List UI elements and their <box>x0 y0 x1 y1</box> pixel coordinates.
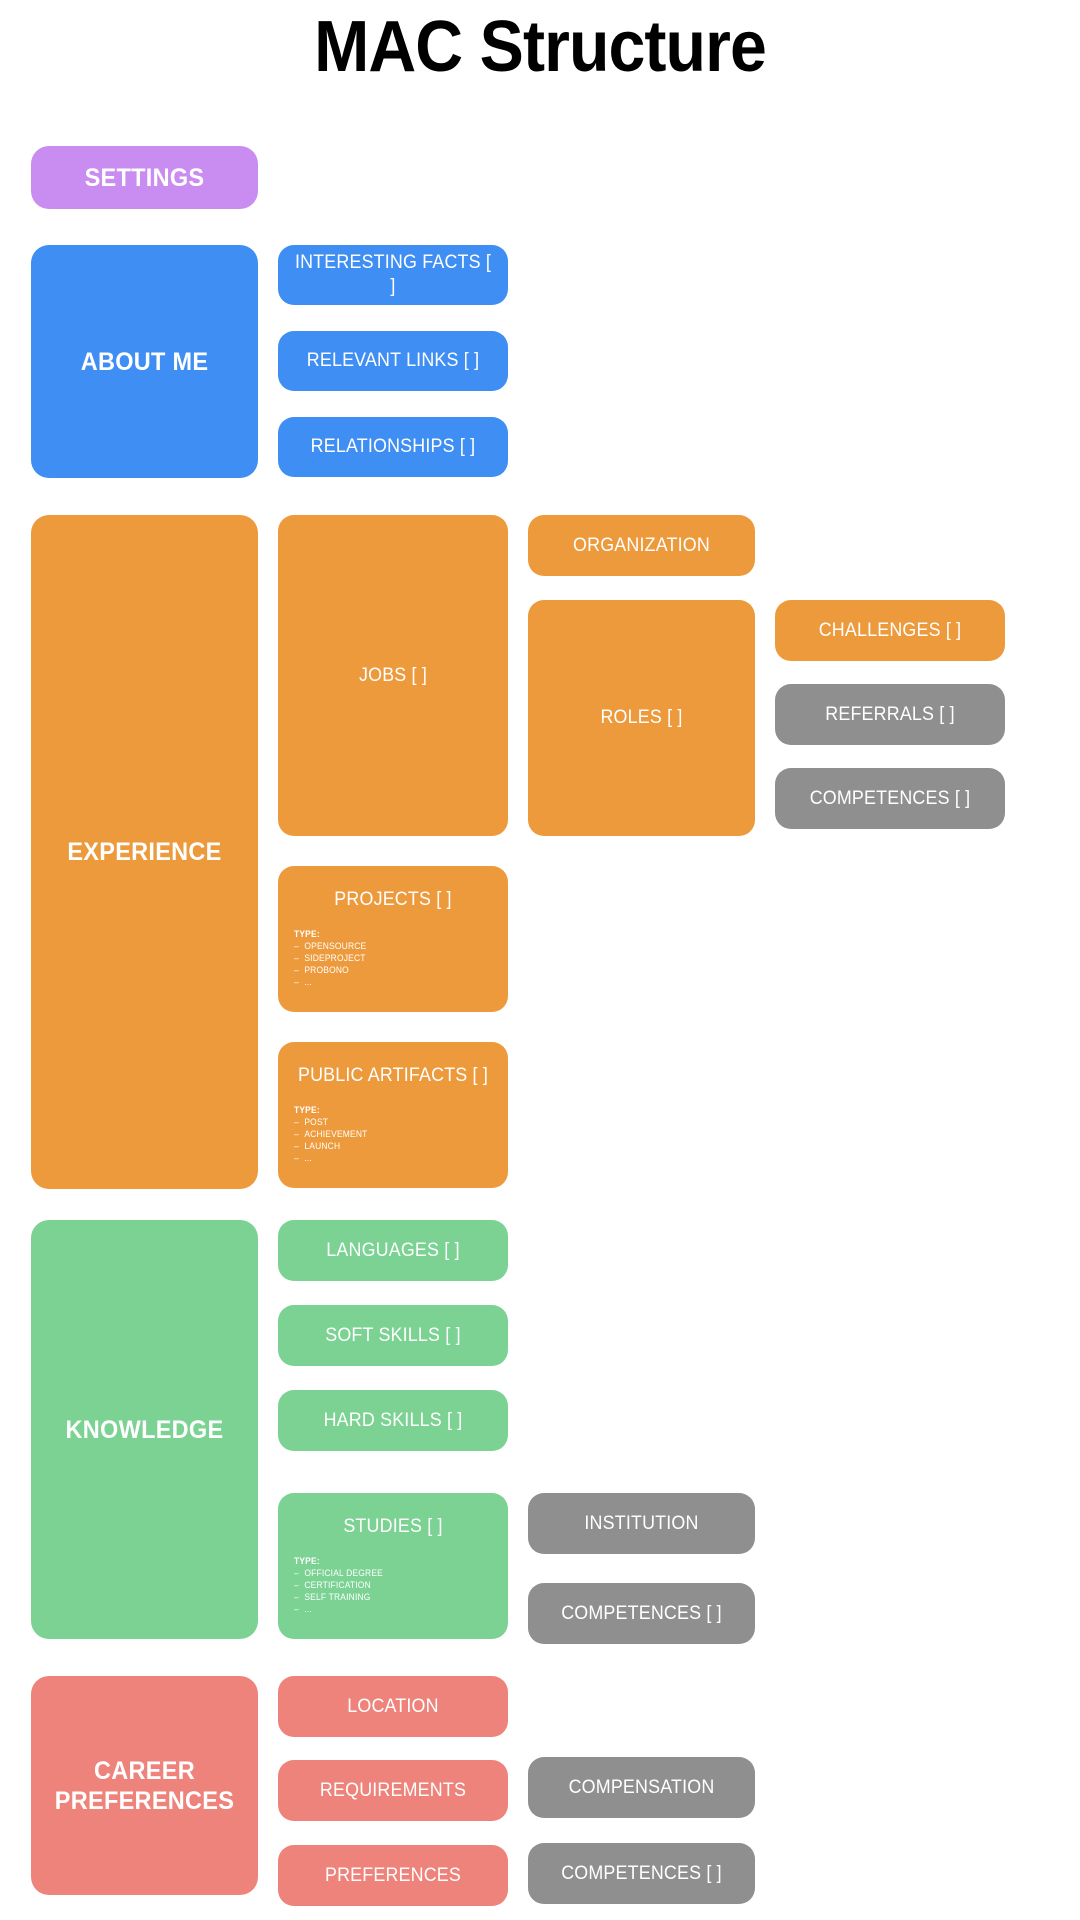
node-career-competences-label: COMPETENCES [ ] <box>561 1862 722 1884</box>
node-soft-skills[interactable]: SOFT SKILLS [ ] <box>278 1305 508 1366</box>
node-soft-skills-label: SOFT SKILLS [ ] <box>325 1324 461 1346</box>
node-challenges[interactable]: CHALLENGES [ ] <box>775 600 1005 661</box>
node-organization-label: ORGANIZATION <box>573 534 710 556</box>
node-jobs-label: JOBS [ ] <box>358 664 428 686</box>
node-studies[interactable]: STUDIES [ ] TYPE: –OFFICIAL DEGREE –CERT… <box>278 1493 508 1639</box>
projects-type-item: –OPENSOURCE <box>294 941 367 951</box>
node-requirements[interactable]: REQUIREMENTS <box>278 1760 508 1821</box>
node-compensation-label: COMPENSATION <box>568 1776 715 1798</box>
studies-type-title: TYPE: <box>294 1556 320 1566</box>
page-title: MAC Structure <box>314 7 767 87</box>
node-career-preferences-label: CAREER PREFERENCES <box>38 1756 251 1816</box>
public-artifacts-type-item: –POST <box>294 1117 329 1127</box>
node-knowledge-label: KNOWLEDGE <box>65 1415 224 1444</box>
node-languages-label: LANGUAGES [ ] <box>326 1239 460 1261</box>
node-challenges-label: CHALLENGES [ ] <box>818 619 962 641</box>
node-projects-label: PROJECTS [ ] <box>334 889 452 910</box>
studies-type-item: –... <box>294 1604 312 1614</box>
public-artifacts-type-list: TYPE: –POST –ACHIEVEMENT –LAUNCH –... <box>278 1104 508 1164</box>
node-career-competences[interactable]: COMPETENCES [ ] <box>528 1843 755 1904</box>
node-hard-skills[interactable]: HARD SKILLS [ ] <box>278 1390 508 1451</box>
node-experience-competences[interactable]: COMPETENCES [ ] <box>775 768 1005 829</box>
public-artifacts-type-item: –LAUNCH <box>294 1141 341 1151</box>
career-preferences-line-1: CAREER <box>94 1756 195 1785</box>
node-referrals-label: REFERRALS [ ] <box>825 703 955 725</box>
node-career-preferences[interactable]: CAREER PREFERENCES <box>31 1676 258 1895</box>
projects-type-item: –SIDEPROJECT <box>294 953 366 963</box>
node-relationships-label: RELATIONSHIPS [ ] <box>310 436 476 457</box>
projects-type-item: –... <box>294 977 312 987</box>
node-public-artifacts[interactable]: PUBLIC ARTIFACTS [ ] TYPE: –POST –ACHIEV… <box>278 1042 508 1188</box>
node-about-me[interactable]: ABOUT ME <box>31 245 258 478</box>
node-studies-label: STUDIES [ ] <box>343 1516 443 1537</box>
node-languages[interactable]: LANGUAGES [ ] <box>278 1220 508 1281</box>
projects-type-list: TYPE: –OPENSOURCE –SIDEPROJECT –PROBONO … <box>278 928 508 988</box>
node-interesting-facts[interactable]: INTERESTING FACTS [ ] <box>278 245 508 305</box>
node-compensation[interactable]: COMPENSATION <box>528 1757 755 1818</box>
node-knowledge-competences-label: COMPETENCES [ ] <box>561 1602 722 1624</box>
node-organization[interactable]: ORGANIZATION <box>528 515 755 576</box>
node-location-label: LOCATION <box>347 1695 439 1717</box>
studies-type-list: TYPE: –OFFICIAL DEGREE –CERTIFICATION –S… <box>278 1555 508 1615</box>
node-location[interactable]: LOCATION <box>278 1676 508 1737</box>
node-settings[interactable]: SETTINGS <box>31 146 258 209</box>
node-relevant-links[interactable]: RELEVANT LINKS [ ] <box>278 331 508 391</box>
node-roles[interactable]: ROLES [ ] <box>528 600 755 836</box>
node-relevant-links-label: RELEVANT LINKS [ ] <box>306 350 480 371</box>
public-artifacts-type-item: –... <box>294 1153 312 1163</box>
career-preferences-line-2: PREFERENCES <box>54 1786 235 1815</box>
studies-type-item: –CERTIFICATION <box>294 1580 371 1590</box>
node-experience[interactable]: EXPERIENCE <box>31 515 258 1189</box>
node-requirements-label: REQUIREMENTS <box>319 1779 467 1801</box>
projects-type-title: TYPE: <box>294 929 320 939</box>
node-experience-competences-label: COMPETENCES [ ] <box>809 787 971 809</box>
node-jobs[interactable]: JOBS [ ] <box>278 515 508 836</box>
node-institution-label: INSTITUTION <box>584 1512 699 1534</box>
node-hard-skills-label: HARD SKILLS [ ] <box>323 1409 463 1431</box>
public-artifacts-type-title: TYPE: <box>294 1105 320 1115</box>
node-institution[interactable]: INSTITUTION <box>528 1493 755 1554</box>
node-experience-label: EXPERIENCE <box>67 838 222 866</box>
node-roles-label: ROLES [ ] <box>600 707 683 728</box>
studies-type-item: –SELF TRAINING <box>294 1592 371 1602</box>
node-referrals[interactable]: REFERRALS [ ] <box>775 684 1005 745</box>
node-projects[interactable]: PROJECTS [ ] TYPE: –OPENSOURCE –SIDEPROJ… <box>278 866 508 1012</box>
node-settings-label: SETTINGS <box>84 163 205 192</box>
studies-type-item: –OFFICIAL DEGREE <box>294 1568 384 1578</box>
node-knowledge[interactable]: KNOWLEDGE <box>31 1220 258 1639</box>
node-about-me-label: ABOUT ME <box>80 347 209 376</box>
public-artifacts-type-item: –ACHIEVEMENT <box>294 1129 368 1139</box>
node-interesting-facts-label: INTERESTING FACTS [ ] <box>294 252 492 297</box>
node-knowledge-competences[interactable]: COMPETENCES [ ] <box>528 1583 755 1644</box>
node-preferences-label: PREFERENCES <box>324 1864 462 1886</box>
projects-type-item: –PROBONO <box>294 965 349 975</box>
node-public-artifacts-label: PUBLIC ARTIFACTS [ ] <box>297 1065 489 1086</box>
node-relationships[interactable]: RELATIONSHIPS [ ] <box>278 417 508 477</box>
node-preferences[interactable]: PREFERENCES <box>278 1845 508 1906</box>
